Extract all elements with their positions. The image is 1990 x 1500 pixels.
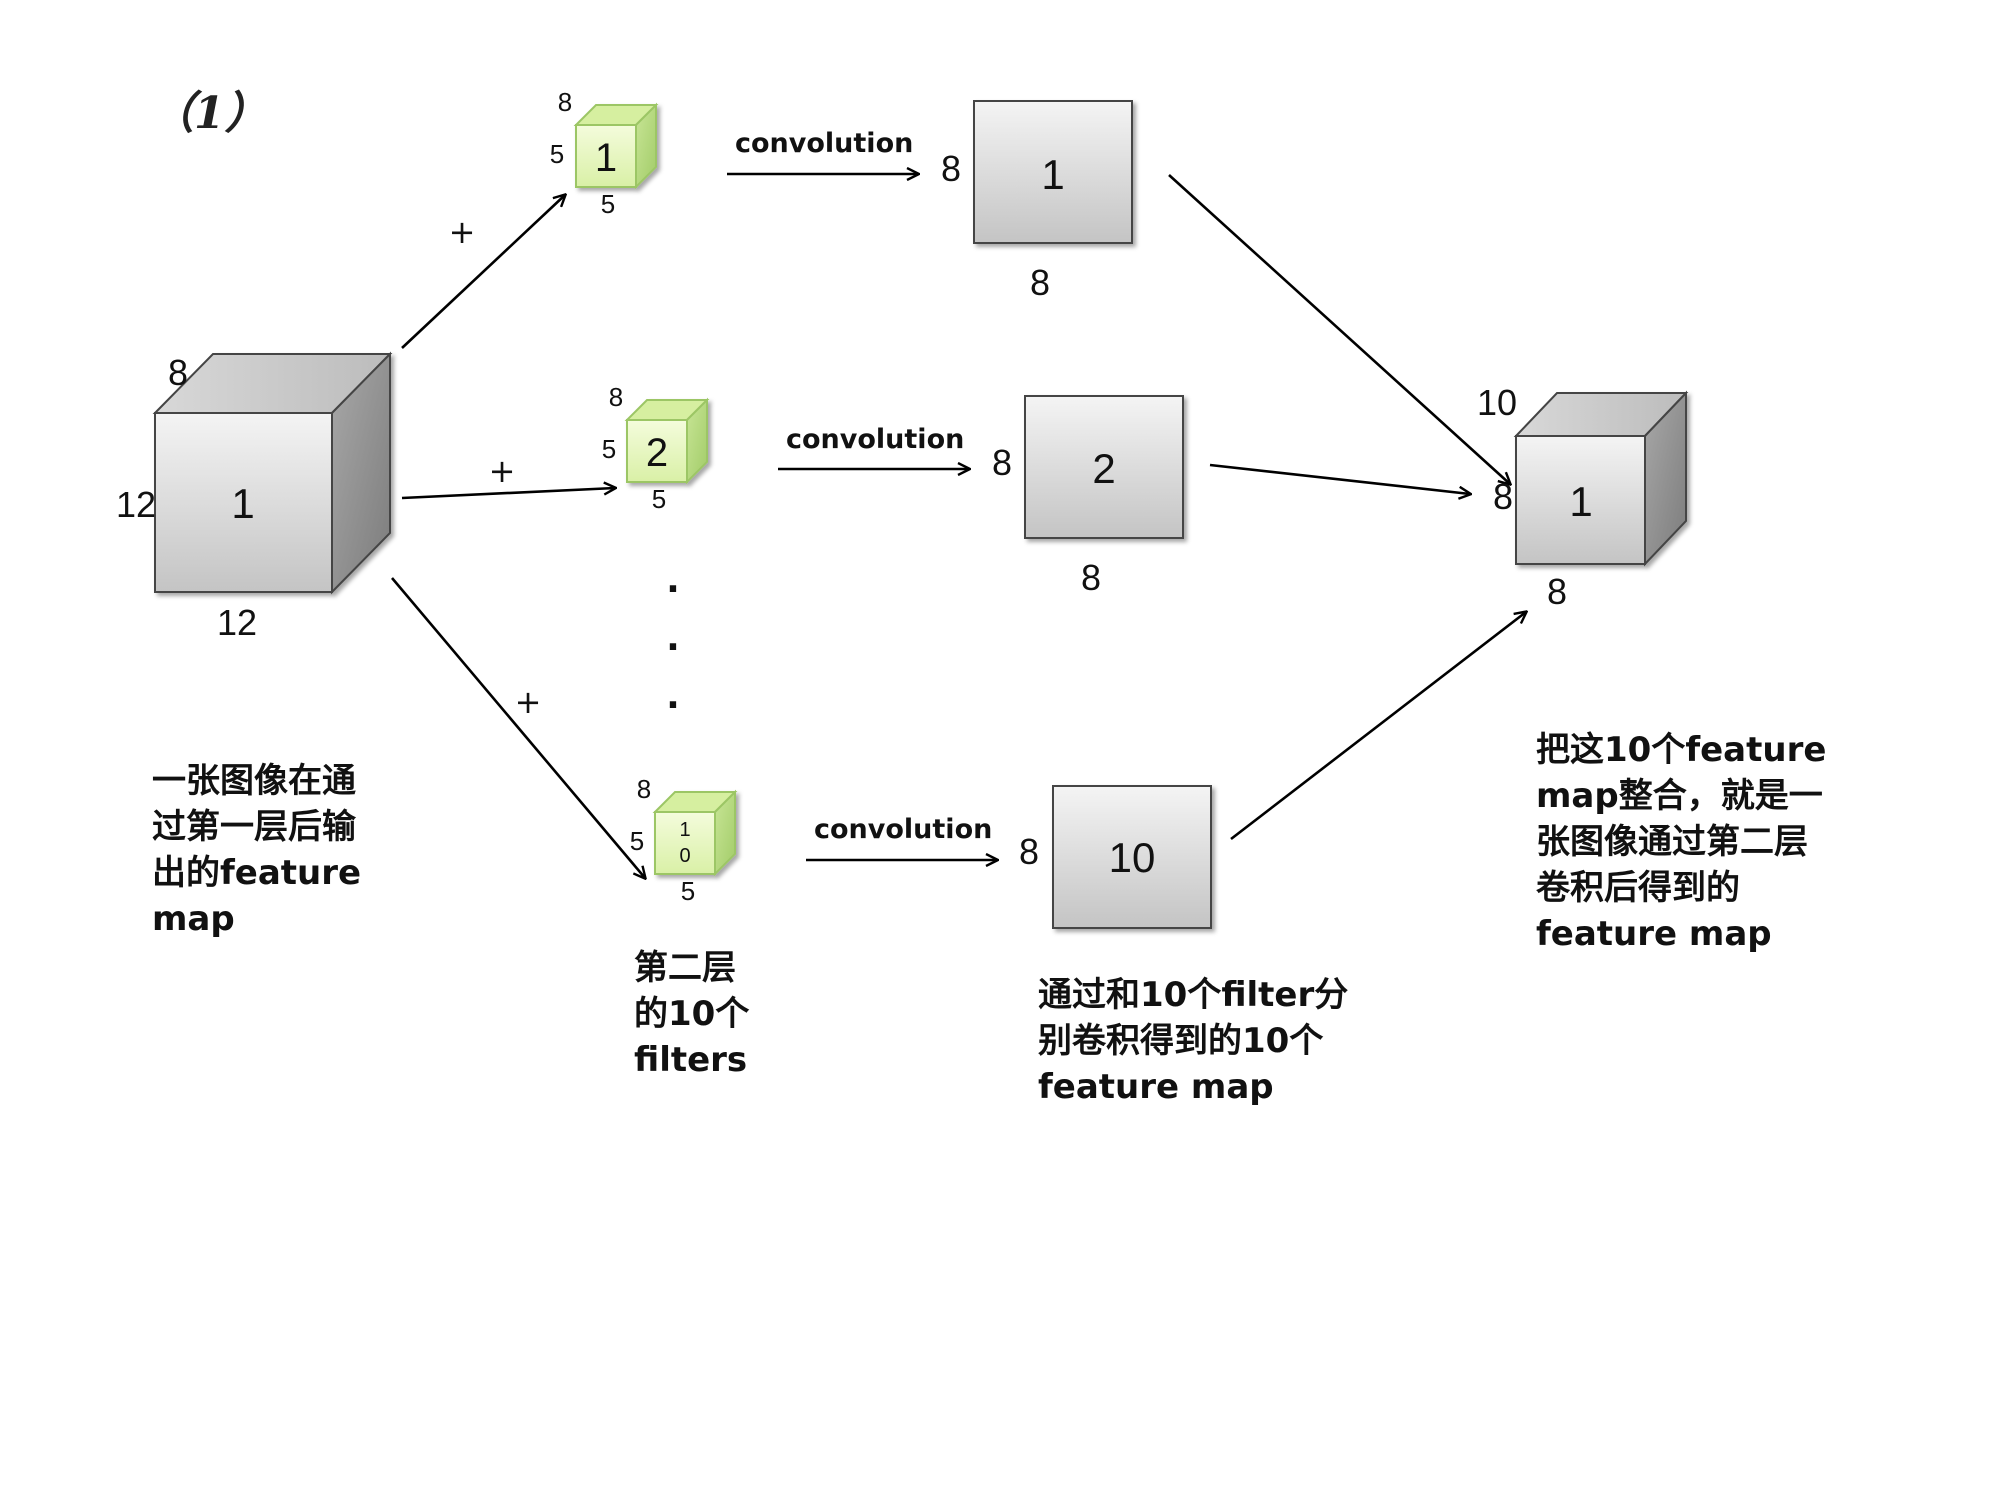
feature-map-10 <box>1052 785 1212 929</box>
output-cube-number: 1 <box>1569 478 1592 525</box>
feature-map-10-height: 8 <box>1019 831 1039 872</box>
arrow-map-1-to-output <box>1168 174 1510 484</box>
filter-10-height: 5 <box>630 826 644 856</box>
input-caption-line: map <box>152 899 235 939</box>
feature-map-1-width: 8 <box>1030 262 1050 303</box>
filter-1-depth: 8 <box>558 87 572 117</box>
filter-2-number: 2 <box>646 431 668 475</box>
output-caption-line: 卷积后得到的 <box>1536 868 1740 908</box>
filter-1-number: 1 <box>595 136 617 180</box>
ellipsis-dot-2: . <box>666 618 680 659</box>
convolution-label-1: convolution <box>735 128 913 159</box>
feature-maps-caption-line: feature map <box>1038 1067 1274 1107</box>
output-caption-line: 把这10个feature <box>1536 730 1827 770</box>
filters-caption-line: 第二层 <box>634 948 736 988</box>
filters-caption: 第二层 的10个 filters <box>634 945 749 1083</box>
output-cube <box>1513 390 1689 567</box>
filter-2-depth: 8 <box>609 382 623 412</box>
arrow-input-to-filter-2 <box>401 488 615 500</box>
input-width-label: 12 <box>217 602 257 643</box>
filters-caption-line: 的10个 <box>634 994 750 1034</box>
plus-sign-2: + <box>489 452 516 490</box>
arrow-map-10-to-output <box>1230 612 1526 841</box>
figure-label: （1） <box>150 88 269 139</box>
filter-10-number-line2: 0 <box>679 845 690 867</box>
feature-map-1 <box>973 100 1133 244</box>
filter-10-number-line1: 1 <box>679 819 690 841</box>
feature-map-10-number: 10 <box>1109 834 1156 881</box>
filter-1-height: 5 <box>550 139 564 169</box>
arrow-input-to-filter-1 <box>401 195 565 349</box>
filters-caption-line: filters <box>634 1040 748 1080</box>
output-depth-label: 10 <box>1477 382 1517 423</box>
feature-maps-caption: 通过和10个filter分 别卷积得到的10个 feature map <box>1038 972 1348 1110</box>
output-caption: 把这10个feature map整合，就是一 张图像通过第二层 卷积后得到的 f… <box>1536 727 1826 957</box>
filter-1-width: 5 <box>601 189 615 219</box>
output-caption-line: map整合，就是一 <box>1536 776 1823 816</box>
input-caption-line: 一张图像在通 <box>152 761 356 801</box>
filter-10-depth: 8 <box>637 774 651 804</box>
filter-cube-2 <box>624 397 710 485</box>
input-caption-line: 过第一层后输 <box>152 807 356 847</box>
feature-map-1-height: 8 <box>941 148 961 189</box>
output-width-label: 8 <box>1547 571 1567 612</box>
output-height-label: 8 <box>1493 476 1513 517</box>
feature-map-2-height: 8 <box>992 442 1012 483</box>
filter-cube-1 <box>573 102 659 190</box>
convolution-label-3: convolution <box>814 814 992 845</box>
input-height-label: 12 <box>116 484 156 525</box>
filter-cube-10 <box>652 789 738 877</box>
feature-maps-caption-line: 通过和10个filter分 <box>1038 975 1349 1015</box>
feature-map-2 <box>1024 395 1184 539</box>
ellipsis-dot-1: . <box>666 560 680 601</box>
feature-map-1-number: 1 <box>1041 151 1064 198</box>
plus-sign-3: + <box>515 683 542 721</box>
filter-2-width: 5 <box>652 484 666 514</box>
input-caption-line: 出的feature <box>152 853 362 893</box>
feature-maps-caption-line: 别卷积得到的10个 <box>1038 1021 1324 1061</box>
arrow-map-2-to-output <box>1209 463 1470 494</box>
feature-map-2-number: 2 <box>1092 445 1115 492</box>
arrow-input-to-filter-10 <box>391 577 645 878</box>
ellipsis-dot-3: . <box>666 676 680 717</box>
input-cube <box>152 351 393 595</box>
input-cube-number: 1 <box>231 480 254 527</box>
filter-2-height: 5 <box>602 434 616 464</box>
input-depth-label: 8 <box>168 352 188 393</box>
filter-10-width: 5 <box>681 876 695 906</box>
output-caption-line: 张图像通过第二层 <box>1536 822 1808 862</box>
plus-sign-1: + <box>449 213 476 251</box>
input-caption: 一张图像在通 过第一层后输 出的feature map <box>152 758 361 942</box>
convolution-label-2: convolution <box>786 424 964 455</box>
feature-map-2-width: 8 <box>1081 557 1101 598</box>
output-caption-line: feature map <box>1536 914 1772 954</box>
